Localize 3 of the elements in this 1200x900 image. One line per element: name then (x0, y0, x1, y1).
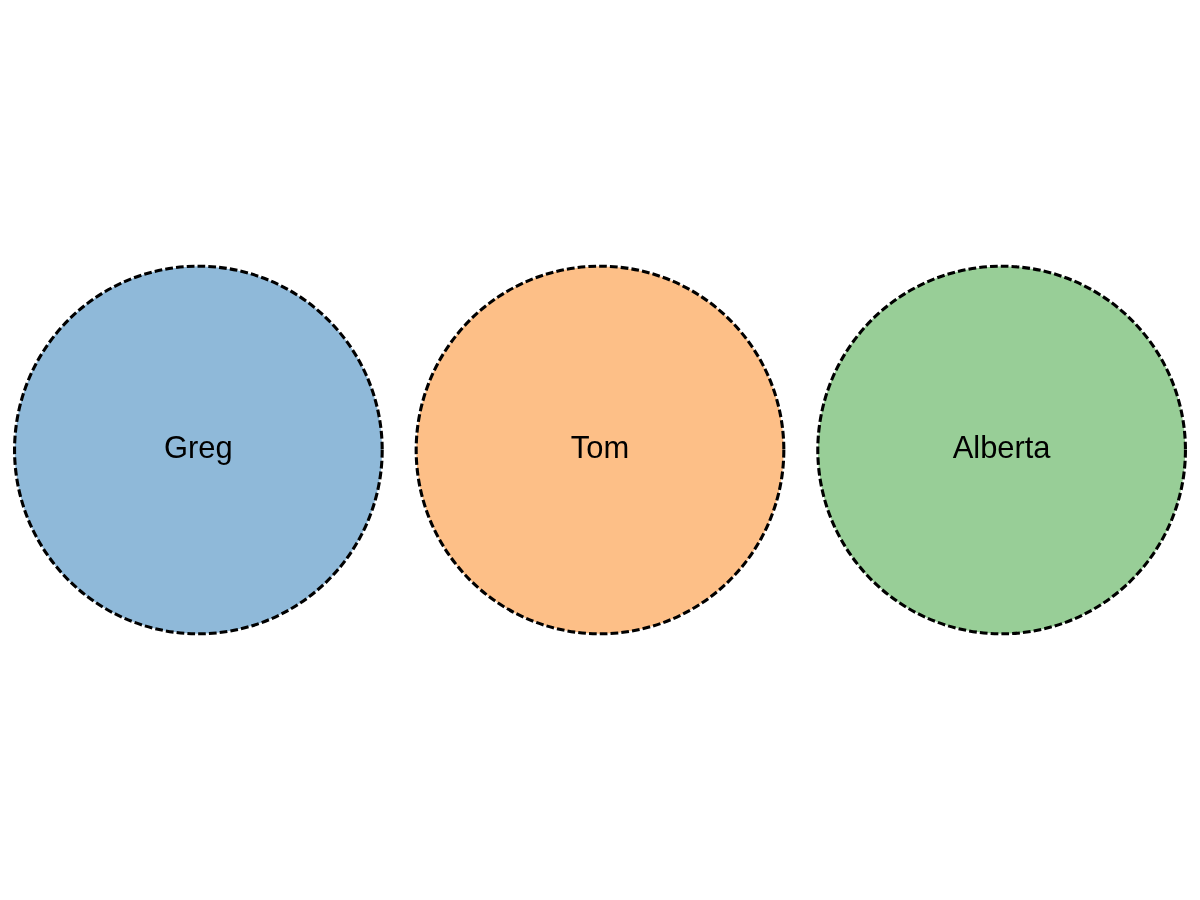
node-circle: Alberta (816, 264, 1187, 636)
node-circle: Tom (414, 264, 786, 636)
node-circle: Greg (13, 264, 384, 636)
